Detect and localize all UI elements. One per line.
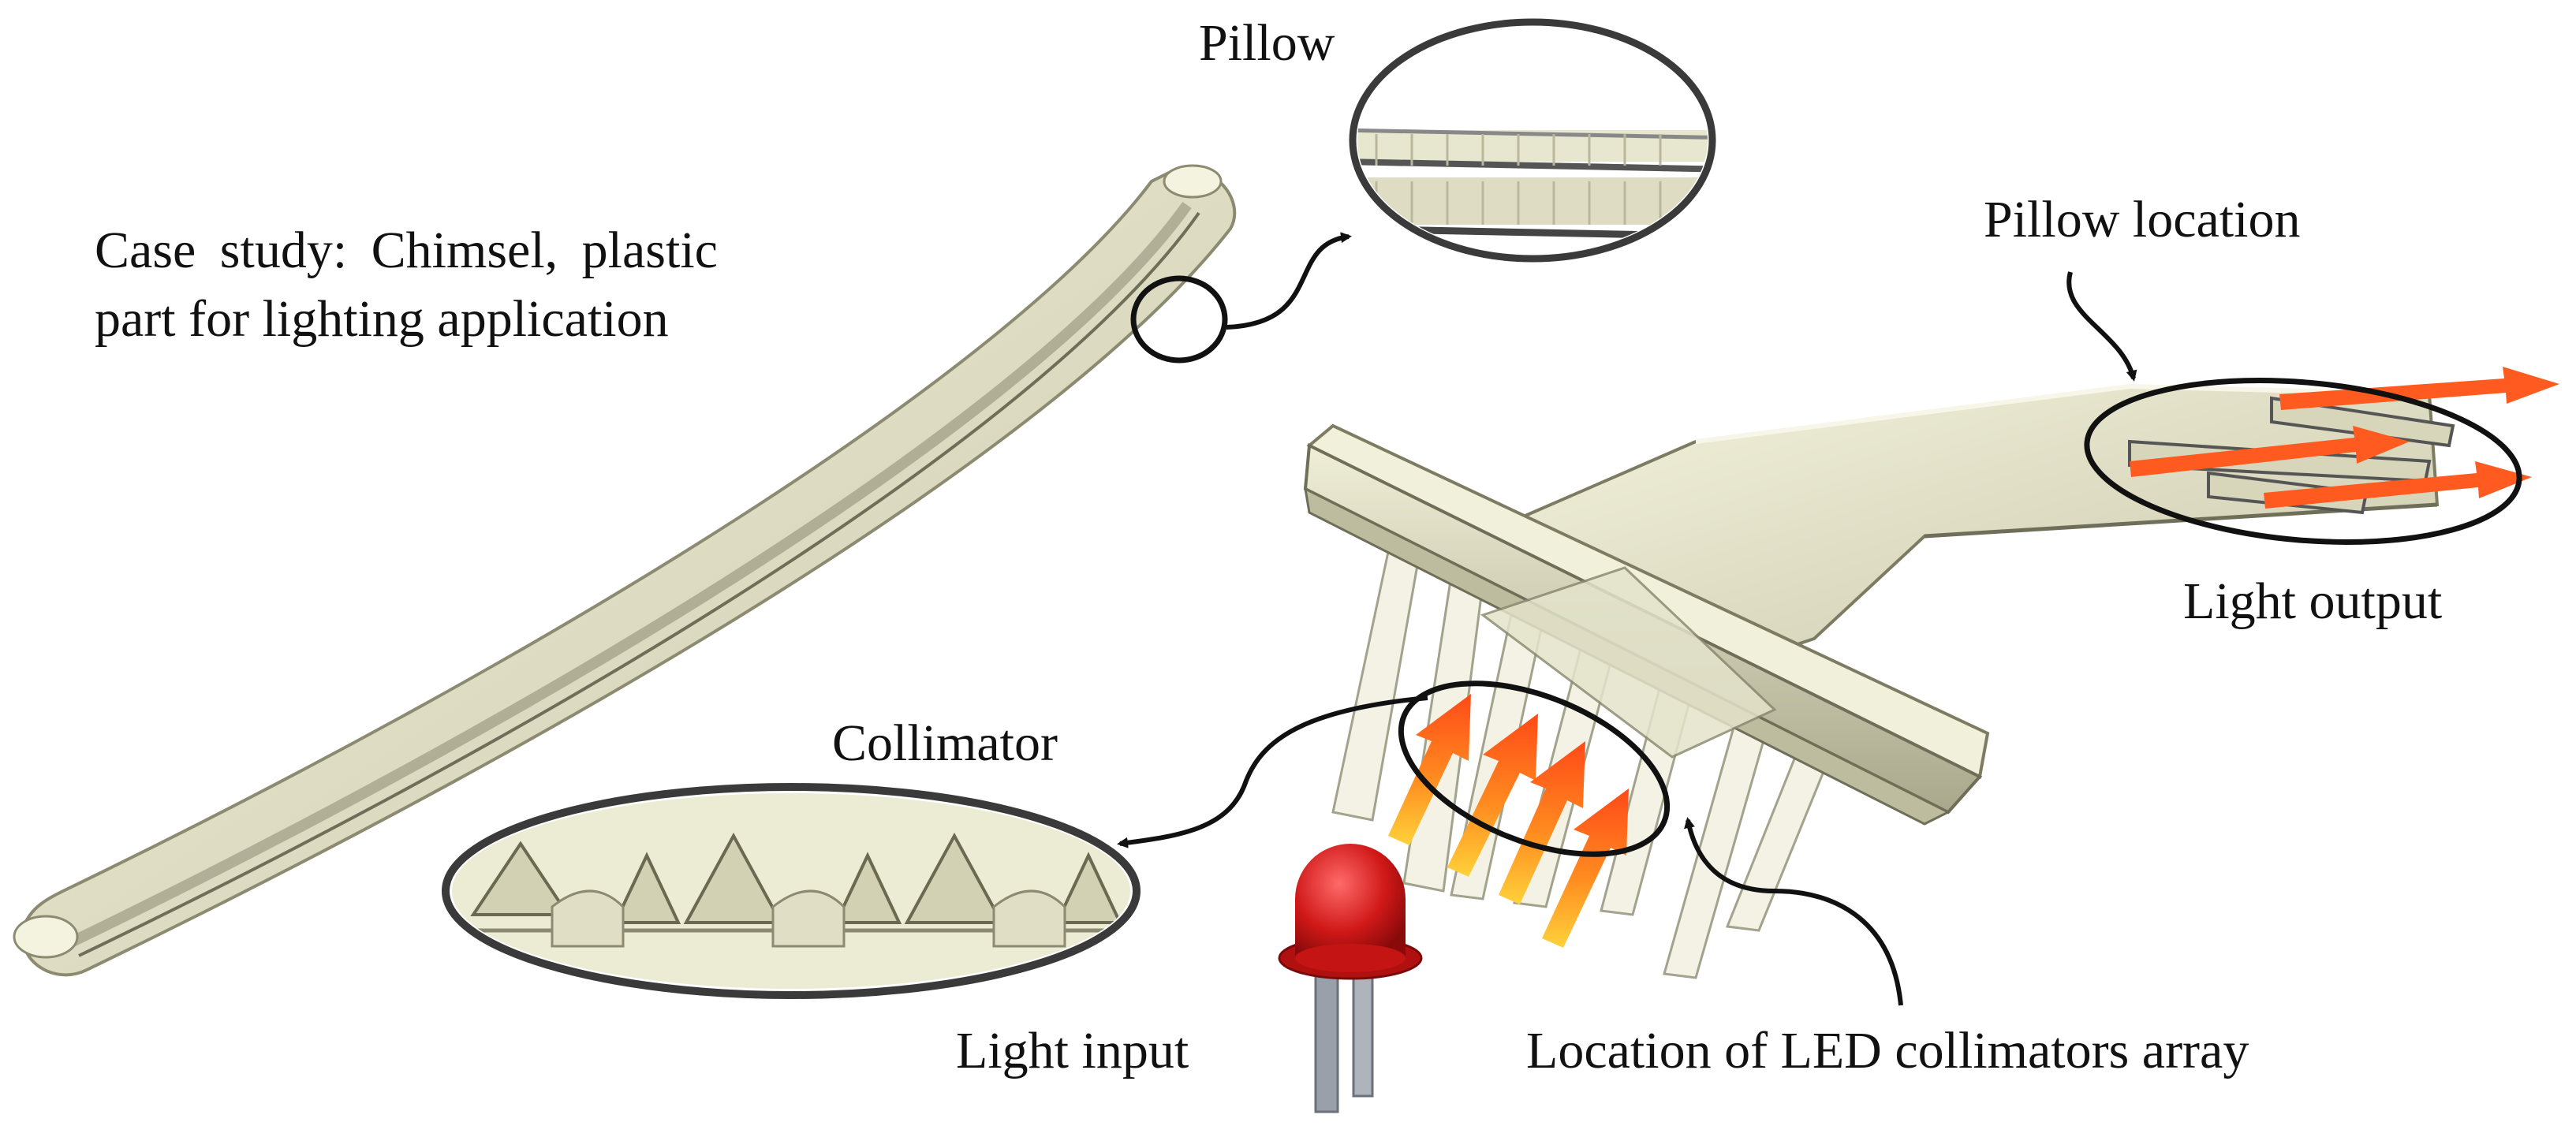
pillow-detail-marker: [1130, 275, 1228, 364]
pillow-zoom-detail: [1349, 18, 1716, 263]
light-output-marker: [2084, 378, 2522, 545]
pillow-leader-arrow: [1226, 232, 1352, 330]
collimator-leader-arrow: [1117, 695, 1428, 848]
led-component: [1278, 844, 1423, 1113]
pillow-location-leader: [2066, 271, 2137, 382]
light-output-arrows: [2130, 367, 2559, 509]
led-array-location-label: Location of LED collimators array: [1526, 1022, 2249, 1079]
led-collimator-array-marker: [1398, 680, 1671, 857]
collimator-zoom-detail: [442, 783, 1141, 999]
led-array-leader: [1684, 817, 1903, 1006]
light-output-label: Light output: [2183, 572, 2443, 630]
case-study-title-line2: part for lighting application: [95, 290, 669, 348]
collimator-label: Collimator: [832, 714, 1058, 772]
light-input-label: Light input: [956, 1022, 1189, 1079]
case-study-title-line1: Case study: Chimsel, plastic: [95, 222, 718, 279]
curved-light-guide-bar: [13, 164, 1237, 977]
pillow-location-label: Pillow location: [1984, 191, 2301, 248]
light-input-arrows: [1388, 694, 1629, 948]
pillow-label: Pillow: [1199, 14, 1335, 72]
